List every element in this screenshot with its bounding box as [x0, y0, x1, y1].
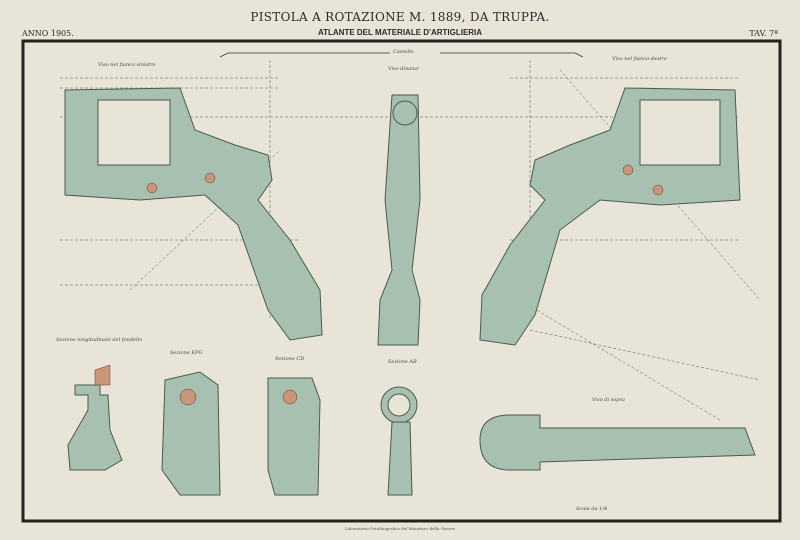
label-right-side: Viso nel fianco destro [612, 56, 667, 62]
footer-credit: Laboratorio Fotolitografico del Minister… [344, 526, 455, 531]
label-front: Viso dinanzi [388, 66, 419, 72]
castello-bracket [219, 52, 584, 58]
year-label: ANNO 1905. [22, 29, 74, 38]
front-view-cylinder [392, 100, 418, 126]
frame-border [21, 39, 782, 523]
section-cd-pin [282, 389, 298, 405]
section-ab-bore [387, 393, 411, 417]
label-section-ab: Sezione AB [388, 359, 417, 365]
label-left-side: Viso nel fianco sinistro [98, 62, 156, 68]
screw-icon [622, 164, 634, 176]
front-view [377, 94, 421, 346]
plate-subtitle: ATLANTE DEL MATERIALE D'ARTIGLIERIA [317, 28, 483, 37]
scale-label: Scala da 1/4 [576, 506, 608, 512]
section-efg-pin [179, 388, 197, 406]
right-cylinder-window [639, 99, 721, 166]
plate-number: TAV. 7ª [749, 29, 778, 38]
section-cd [267, 377, 321, 496]
label-top-view: Viso di sopra [592, 397, 625, 403]
screw-icon [146, 182, 158, 194]
base-section-detail [94, 364, 111, 386]
base-section [67, 384, 123, 471]
label-section-efg: Sezione EFG [170, 350, 203, 356]
section-efg [161, 371, 221, 496]
screw-icon [652, 184, 664, 196]
top-view [479, 414, 756, 471]
label-castello: Castello [393, 49, 414, 55]
plate-title: PISTOLA A ROTAZIONE M. 1889, DA TRUPPA. [250, 10, 550, 24]
section-ab-body [387, 421, 413, 496]
screw-icon [204, 172, 216, 184]
left-cylinder-window [97, 99, 171, 166]
label-section-cd: Sezione CD [275, 356, 305, 362]
label-section-base: Sezione longitudinale del fondello [56, 337, 143, 343]
